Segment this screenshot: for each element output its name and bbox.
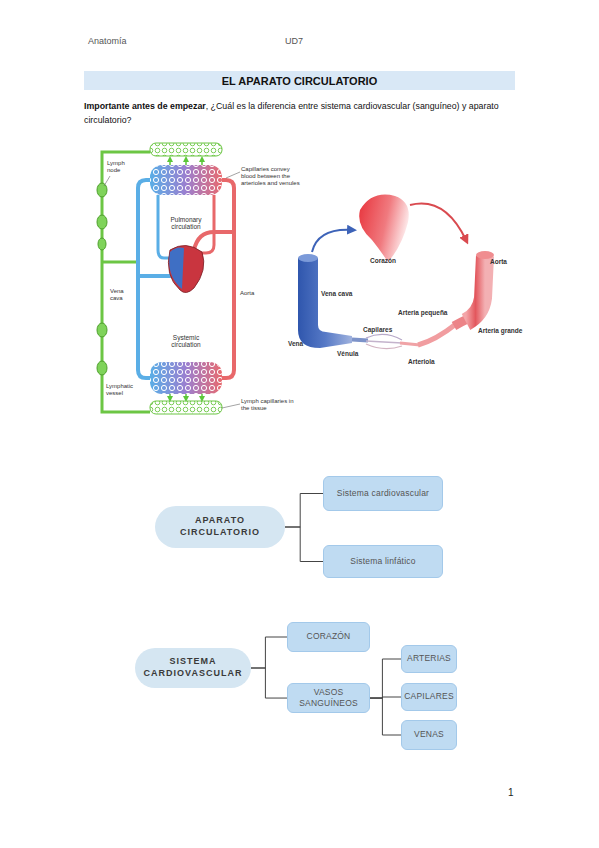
node-text: VENAS — [414, 729, 444, 740]
lymph-node — [98, 238, 106, 250]
text-label: Aorta — [490, 258, 507, 265]
tree-connector — [251, 637, 287, 668]
lymph-node — [97, 323, 107, 337]
heart-symbol — [359, 195, 409, 262]
venule — [352, 340, 368, 341]
tree-connector — [285, 494, 323, 528]
node-text: Sistema cardiovascular — [337, 488, 429, 499]
aorta — [222, 180, 234, 378]
flow-arrow — [312, 230, 352, 252]
topic-pill: APARATO CIRCULATORIO — [155, 506, 285, 548]
node-text: CORAZÓN — [307, 631, 351, 642]
arteriole — [400, 343, 420, 345]
text-label: Anatomía — [88, 36, 127, 46]
text-label: Capilares — [363, 326, 392, 333]
flow-arrow — [201, 394, 203, 399]
text-label: Vena — [288, 340, 303, 347]
capillary-mesh — [150, 362, 222, 394]
heart-symbol — [168, 245, 203, 292]
node-text: Sistema linfático — [350, 556, 415, 567]
lymph-node — [97, 361, 107, 375]
vena-cava — [138, 274, 172, 278]
capillary — [366, 344, 402, 349]
title-band: EL APARATO CIRCULATORIO — [84, 71, 515, 90]
tree-connector — [370, 698, 401, 735]
text-label: Corazón — [370, 257, 396, 264]
text-label: Vena cava — [321, 290, 352, 297]
aortic-arch — [194, 232, 234, 250]
question-paragraph: Importante antes de empezar, ¿Cuál es la… — [84, 99, 516, 127]
text-label: Arteriola — [408, 358, 435, 365]
lymph-capillaries — [150, 143, 222, 156]
node-text: VASOS SANGUÍNEOS — [295, 687, 362, 709]
text-label: Vena cava — [110, 288, 136, 302]
heart-right-side — [169, 248, 184, 290]
concept-box: Sistema cardiovascular — [323, 476, 443, 511]
tree-connector — [251, 668, 287, 698]
concept-box: VASOS SANGUÍNEOS — [287, 683, 370, 713]
capillary — [366, 334, 402, 340]
lymph-node — [97, 215, 107, 229]
concept-box: CAPILARES — [401, 683, 457, 711]
small-artery — [418, 324, 456, 345]
page-title: EL APARATO CIRCULATORIO — [222, 75, 377, 87]
text-label: Pulmonary circulation — [160, 216, 212, 231]
lymphatic-vessel — [102, 261, 138, 264]
concept-box: Sistema linfático — [323, 545, 443, 578]
node-text: ARTERIAS — [407, 653, 451, 664]
leader-line — [226, 172, 240, 178]
node-text: SISTEMA CARDIOVASCULAR — [141, 656, 245, 679]
flow-arrow — [410, 203, 466, 240]
tree-connector — [285, 527, 323, 562]
leader-line — [222, 404, 240, 408]
concept-box: VENAS — [401, 720, 457, 750]
flow-arrow — [201, 159, 203, 165]
flow-arrow — [169, 159, 171, 165]
vena-cava-tube — [298, 258, 352, 348]
vessel-opening — [298, 254, 318, 262]
vena-cava — [138, 180, 150, 378]
text-label: Lymph capillaries in the tissue — [241, 398, 303, 412]
paragraph-text: Importante antes de empezar — [84, 101, 206, 111]
lymph-capillaries — [150, 401, 222, 414]
text-label: Arteria pequeña — [398, 309, 448, 316]
text-label: Arteria grande — [478, 327, 522, 334]
concept-box: ARTERIAS — [401, 645, 457, 673]
text-label: Capillaries convey blood between the art… — [241, 166, 301, 187]
tree-connector — [370, 659, 401, 698]
node-text: APARATO CIRCULATORIO — [161, 515, 279, 538]
lymphatic-vessel — [102, 152, 150, 412]
aorta-tube — [466, 256, 485, 322]
flow-arrow — [185, 394, 187, 399]
text-label: Aorta — [240, 290, 254, 297]
capillary-bed — [150, 362, 222, 394]
capillary — [366, 341, 402, 343]
vessel-opening — [476, 251, 494, 259]
leader-line — [104, 176, 110, 186]
flow-arrow — [185, 159, 187, 165]
capillary-mesh — [150, 165, 222, 195]
text-label: 1 — [508, 787, 514, 799]
node-text: CAPILARES — [404, 691, 454, 702]
lymph-node — [97, 183, 107, 197]
text-label: Lymph node — [107, 160, 137, 174]
flow-arrow — [169, 394, 171, 399]
topic-pill: SISTEMA CARDIOVASCULAR — [135, 648, 251, 688]
text-label: Systemic circulation — [160, 334, 212, 349]
tree-connector — [370, 697, 401, 698]
text-label: UD7 — [285, 36, 303, 46]
text-label: Vénula — [337, 350, 358, 357]
text-label: Lymphatic vessel — [106, 383, 136, 397]
capillary-bed — [150, 165, 222, 195]
concept-box: CORAZÓN — [287, 622, 370, 652]
